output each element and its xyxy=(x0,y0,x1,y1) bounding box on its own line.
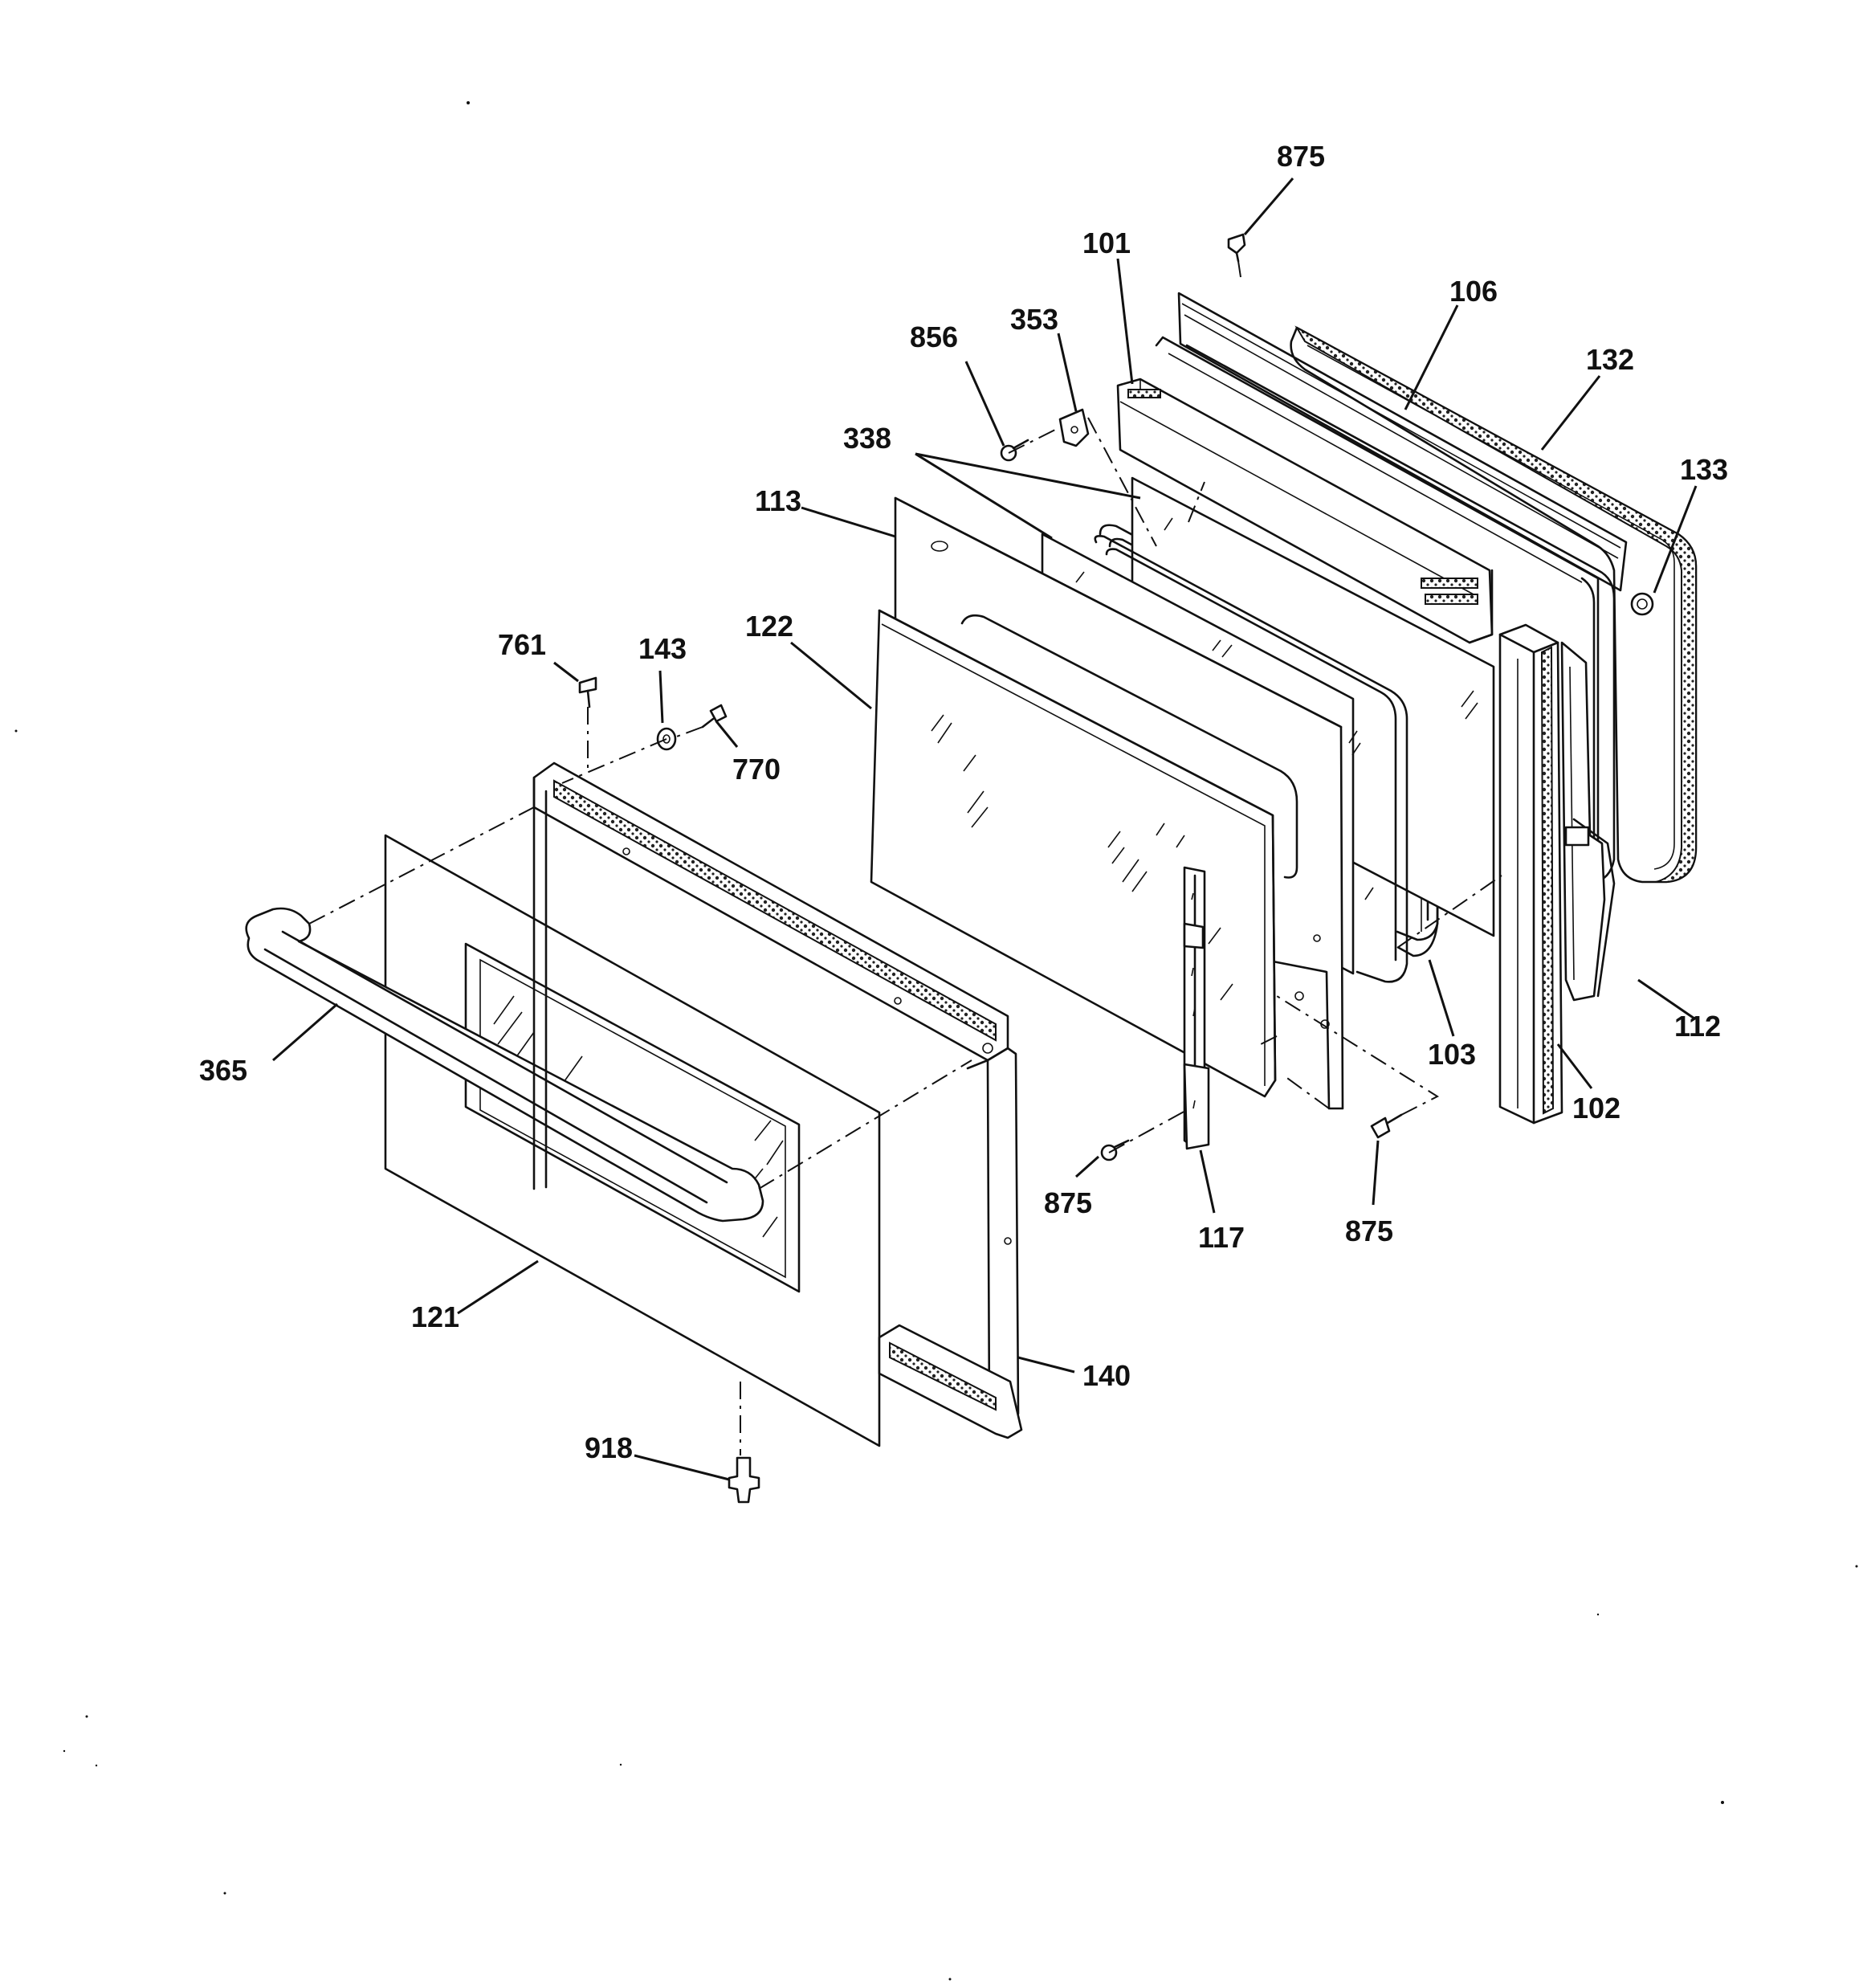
label-338: 338 xyxy=(843,422,891,455)
leader-lines xyxy=(272,178,1698,1481)
scan-specks xyxy=(14,101,1858,1981)
door-back-panel-132 xyxy=(1290,325,1698,884)
bracket-117 xyxy=(1183,866,1210,1150)
label-856: 856 xyxy=(910,320,958,353)
screw-761 xyxy=(578,676,597,708)
label-132: 132 xyxy=(1586,343,1634,376)
label-353: 353 xyxy=(1010,303,1058,336)
label-117: 117 xyxy=(1198,1221,1245,1254)
label-875-mid: 875 xyxy=(1044,1186,1092,1219)
vent-slots xyxy=(1127,389,1478,605)
label-103: 103 xyxy=(1428,1038,1476,1071)
hinge-112 xyxy=(1560,641,1616,1002)
label-770: 770 xyxy=(732,753,781,786)
label-113: 113 xyxy=(755,484,801,517)
label-365: 365 xyxy=(199,1054,247,1087)
screw-875-right xyxy=(1370,1113,1403,1139)
handle-365 xyxy=(245,907,764,1223)
label-121: 121 xyxy=(411,1300,459,1333)
side-channel-102 xyxy=(1498,623,1563,1125)
label-143: 143 xyxy=(638,632,687,665)
label-122: 122 xyxy=(745,610,793,643)
label-101: 101 xyxy=(1082,227,1131,259)
label-875-top: 875 xyxy=(1277,140,1325,173)
screw-875-top xyxy=(1227,233,1246,263)
screw-770 xyxy=(701,704,728,729)
glass-panel-122 xyxy=(870,609,1277,1098)
assembly-lines xyxy=(308,260,1502,1455)
hinge-bracket-353 xyxy=(1058,408,1090,447)
label-761: 761 xyxy=(498,628,546,661)
label-918: 918 xyxy=(585,1431,633,1464)
label-875-right: 875 xyxy=(1345,1214,1393,1247)
label-112: 112 xyxy=(1674,1010,1721,1043)
label-140: 140 xyxy=(1082,1359,1131,1392)
label-133: 133 xyxy=(1680,453,1728,486)
foot-918 xyxy=(728,1456,760,1504)
door-frame-140 xyxy=(532,761,1023,1439)
label-106: 106 xyxy=(1449,275,1498,308)
part-labels: 875 101 106 132 353 856 133 338 113 122 … xyxy=(199,140,1728,1464)
label-102: 102 xyxy=(1572,1092,1620,1125)
